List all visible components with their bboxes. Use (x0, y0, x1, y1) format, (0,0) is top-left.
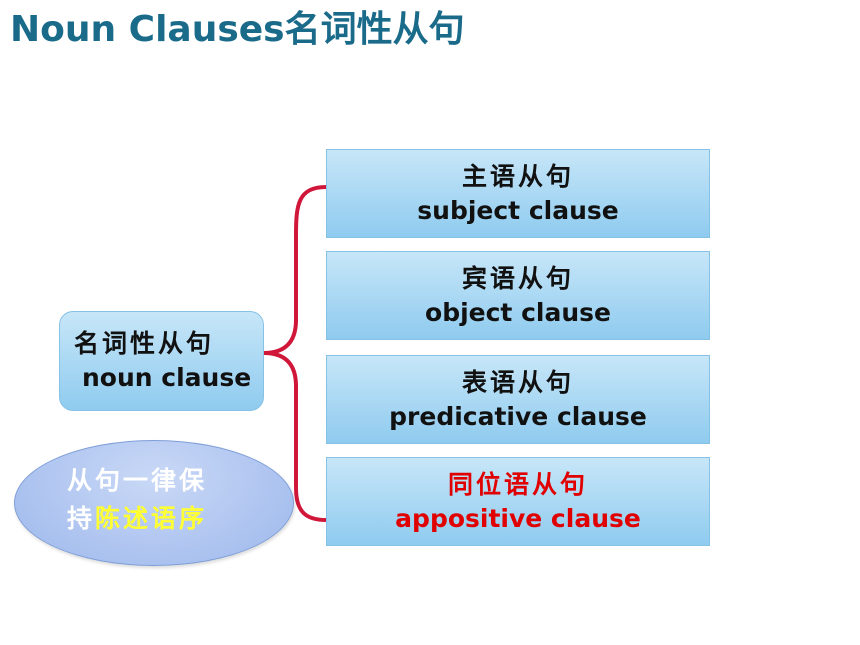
noun-clause-root-box: 名词性从句 noun clause (59, 311, 264, 411)
predicative-clause-box: 表语从句 predicative clause (326, 355, 710, 444)
predicative-clause-en: predicative clause (389, 401, 647, 431)
predicative-clause-cn: 表语从句 (461, 367, 574, 397)
note-highlight-text: 陈述语序 (95, 504, 208, 533)
appositive-clause-en: appositive clause (395, 503, 641, 533)
appositive-clause-box: 同位语从句 appositive clause (326, 457, 710, 546)
note-line-2: 持陈述语序 (67, 501, 207, 537)
noun-clause-cn: 名词性从句 (74, 329, 215, 358)
word-order-note: 从句一律保 持陈述语序 (14, 440, 294, 566)
note-line-2-prefix: 持 (67, 504, 96, 533)
subject-clause-en: subject clause (417, 195, 619, 225)
subject-clause-cn: 主语从句 (461, 161, 574, 191)
appositive-clause-cn: 同位语从句 (447, 469, 588, 499)
note-line-1: 从句一律保 (67, 466, 208, 495)
object-clause-cn: 宾语从句 (461, 263, 574, 293)
subject-clause-box: 主语从句 subject clause (326, 149, 710, 238)
page-title: Noun Clauses名词性从句 (10, 9, 465, 50)
noun-clause-en: noun clause (82, 363, 252, 392)
object-clause-box: 宾语从句 object clause (326, 251, 710, 340)
object-clause-en: object clause (425, 297, 611, 327)
